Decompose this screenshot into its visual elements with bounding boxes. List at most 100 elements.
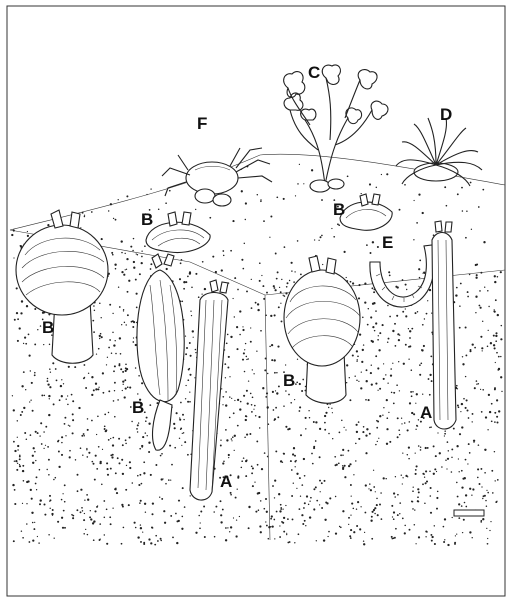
sediment-dot (358, 438, 360, 440)
sediment-dot (309, 516, 311, 518)
sediment-dot (494, 412, 496, 414)
sediment-dot (493, 344, 495, 346)
sediment-dot (32, 462, 34, 464)
sediment-dot (15, 460, 17, 462)
sediment-dot (112, 313, 113, 314)
sediment-dot (128, 280, 130, 282)
sediment-dot (421, 349, 423, 351)
sediment-dot (415, 403, 416, 404)
label-a-right: A (420, 403, 432, 422)
sediment-dot (268, 538, 270, 540)
sediment-dot (370, 489, 372, 491)
sediment-dot (270, 518, 272, 520)
sediment-dot (251, 411, 253, 413)
sediment-dot (486, 490, 487, 491)
sediment-dot (360, 387, 362, 389)
sediment-dot (404, 184, 406, 186)
sediment-dot (273, 519, 275, 521)
sediment-dot (350, 281, 352, 283)
sediment-dot (415, 429, 416, 430)
sediment-dot (487, 290, 489, 292)
sediment-dot (491, 470, 493, 472)
sediment-dot (215, 271, 217, 273)
sediment-dot (411, 412, 413, 414)
sediment-dot (431, 380, 433, 382)
sediment-dot (429, 471, 431, 473)
sediment-dot (93, 331, 95, 333)
sediment-dot (363, 344, 364, 345)
sediment-dot (318, 240, 319, 241)
sediment-dot (151, 526, 153, 528)
sediment-dot (17, 449, 18, 450)
sediment-dot (468, 443, 470, 445)
sediment-dot (55, 477, 57, 479)
sediment-dot (266, 511, 268, 513)
sediment-dot (109, 304, 111, 306)
sediment-dot (426, 313, 428, 315)
sediment-dot (349, 463, 351, 465)
sediment-dot (389, 274, 391, 276)
sediment-dot (347, 175, 349, 177)
sediment-dot (84, 377, 85, 378)
sediment-dot (315, 486, 317, 488)
sediment-dot (192, 330, 194, 332)
sediment-dot (185, 335, 186, 336)
sediment-dot (276, 372, 277, 373)
sediment-dot (148, 423, 150, 425)
sediment-dot (382, 415, 383, 416)
sediment-dot (316, 500, 318, 502)
sediment-dot (483, 241, 485, 243)
sediment-dot (408, 359, 409, 360)
sediment-dot (379, 415, 381, 417)
sediment-dot (415, 452, 416, 453)
sediment-dot (68, 425, 69, 426)
sediment-dot (64, 484, 66, 486)
sediment-dot (451, 448, 453, 450)
sediment-dot (125, 388, 127, 390)
sediment-dot (429, 374, 431, 376)
sediment-dot (257, 464, 259, 466)
sediment-dot (180, 429, 181, 430)
sediment-dot (429, 289, 431, 291)
sediment-dot (471, 229, 472, 230)
sediment-dot (254, 481, 255, 482)
sediment-dot (321, 235, 323, 237)
sediment-dot (260, 199, 261, 200)
sediment-dot (481, 411, 483, 413)
sediment-dot (101, 238, 103, 240)
sediment-dot (399, 390, 400, 391)
sediment-dot (274, 359, 276, 361)
sediment-dot (160, 540, 162, 542)
sediment-dot (204, 288, 206, 290)
sediment-dot (375, 383, 377, 385)
sediment-dot (378, 438, 379, 439)
sediment-dot (125, 439, 127, 441)
sediment-dot (100, 333, 102, 335)
sediment-dot (283, 531, 285, 533)
sediment-dot (319, 428, 321, 430)
sediment-dot (248, 506, 250, 508)
sediment-dot (93, 520, 95, 522)
sediment-dot (370, 252, 372, 254)
sediment-dot (295, 383, 297, 385)
sediment-dot (467, 291, 469, 293)
sediment-dot (335, 496, 336, 497)
sediment-dot (14, 489, 16, 491)
sediment-dot (225, 377, 226, 378)
sediment-dot (364, 512, 366, 514)
sediment-dot (422, 483, 424, 485)
sediment-dot (392, 330, 394, 332)
sediment-dot (352, 282, 354, 284)
sediment-dot (284, 246, 286, 248)
sediment-dot (357, 355, 359, 357)
sediment-dot (17, 340, 19, 342)
sediment-dot (445, 459, 446, 460)
sediment-dot (94, 510, 96, 512)
sediment-dot (260, 201, 262, 203)
sediment-dot (361, 193, 362, 194)
sediment-dot (135, 279, 137, 281)
sediment-dot (122, 390, 123, 391)
sediment-dot (457, 405, 459, 407)
sediment-dot (121, 240, 123, 242)
sediment-dot (112, 332, 113, 333)
